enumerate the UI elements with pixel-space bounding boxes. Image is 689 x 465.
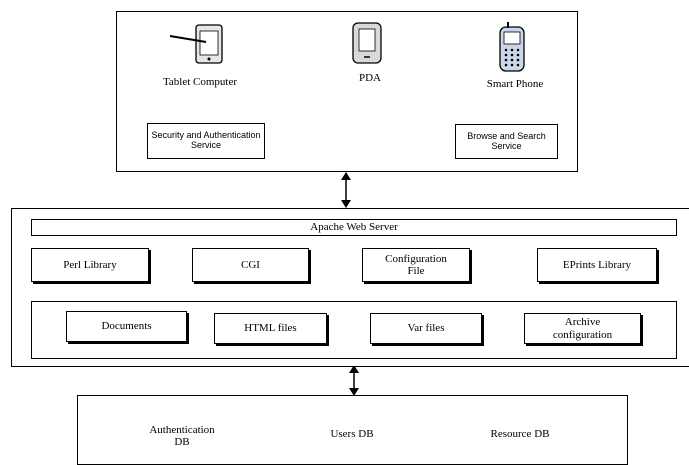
client-server-arrow	[341, 172, 351, 208]
db-tier-panel	[77, 395, 628, 465]
users-db-label: Users DB	[330, 427, 374, 440]
var-files-box: Var files	[370, 313, 482, 344]
tablet-label: Tablet Computer	[162, 76, 238, 88]
archive-configuration-box: Archive configuration	[524, 313, 641, 344]
html-files-box: HTML files	[214, 313, 327, 344]
authentication-db-label: Authentication DB	[149, 423, 215, 448]
pda-icon	[352, 22, 382, 64]
browse-service-box: Browse and Search Service	[455, 124, 558, 159]
pda-label: PDA	[358, 72, 381, 84]
smart-phone-icon	[499, 22, 525, 72]
apache-web-server-bar: Apache Web Server	[31, 219, 677, 236]
phone-label: Smart Phone	[486, 78, 544, 90]
configuration-file-box: Configuration File	[362, 248, 470, 282]
server-db-arrow	[349, 365, 359, 396]
eprints-library-box: EPrints Library	[537, 248, 657, 282]
resource-db-label: Resource DB	[490, 427, 550, 440]
documents-box: Documents	[66, 311, 187, 342]
perl-library-box: Perl Library	[31, 248, 149, 282]
cgi-box: CGI	[192, 248, 309, 282]
security-service-box: Security and Authentication Service	[147, 123, 265, 159]
tablet-icon	[169, 24, 223, 64]
